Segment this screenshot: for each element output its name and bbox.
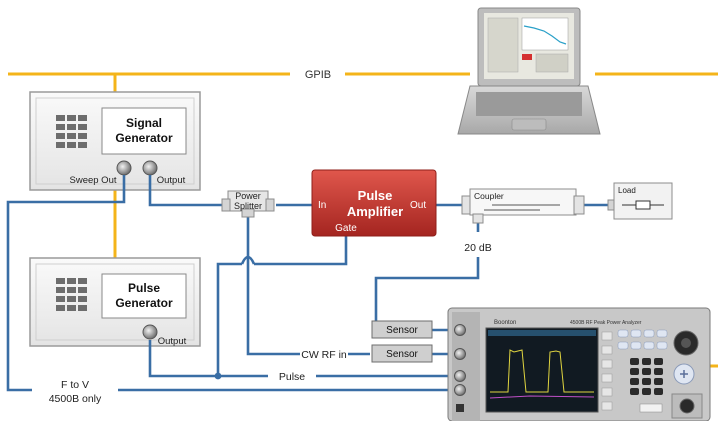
analyzer-softkeys [601, 331, 613, 411]
signal-output-connector [142, 160, 158, 176]
pulse-generator: Pulse Generator Output [29, 257, 201, 347]
amp-out-label: Out [410, 200, 426, 211]
analyzer-keypad [617, 329, 668, 350]
analyzer-numeric-keys [630, 358, 663, 395]
amp-in-label: In [318, 200, 326, 211]
analyzer-arrow-pad [673, 363, 695, 385]
signal-generator-title-2: Generator [115, 131, 173, 145]
power-splitter-label-1: Power [235, 191, 261, 201]
pulse-output-connector [142, 324, 158, 340]
directional-coupler: Coupler [461, 188, 585, 224]
pulse-amplifier-title-2: Amplifier [347, 204, 403, 219]
f-to-v-label-1: F to V [61, 379, 89, 391]
signal-generator-keypad [56, 115, 87, 148]
peak-power-analyzer: Boonton 4500B RF Peak Power Analyzer [447, 307, 711, 422]
signal-generator: Signal Generator Sweep Out Output [29, 91, 201, 191]
coupler-attenuation-label: 20 dB [464, 242, 491, 254]
analyzer-output-connector [679, 398, 695, 414]
coupler-label: Coupler [474, 191, 504, 201]
pulse-amplifier: Pulse Amplifier In Out Gate [311, 169, 437, 237]
analyzer-model: 4500B RF Peak Power Analyzer [570, 320, 642, 326]
pulse-amplifier-title-1: Pulse [358, 188, 393, 203]
cw-rf-in-label: CW RF in [301, 349, 347, 361]
sensor-lower-label: Sensor [386, 349, 418, 360]
pulse-generator-title-2: Generator [115, 296, 173, 310]
power-splitter: Power Splitter [221, 190, 275, 218]
analyzer-screen [485, 327, 599, 413]
sensor-upper-label: Sensor [386, 325, 418, 336]
analyzer-input-connectors [454, 324, 466, 396]
laptop-keyboard [476, 92, 582, 116]
pulse-generator-keypad [56, 278, 87, 311]
laptop-controller [457, 7, 601, 135]
sensor-upper: Sensor [371, 320, 433, 339]
analyzer-brand: Boonton [494, 320, 516, 326]
load-label: Load [618, 186, 636, 195]
gpib-label: GPIB [305, 69, 331, 81]
pulse-generator-title-1: Pulse [128, 281, 160, 295]
load: Load [607, 182, 673, 220]
sweep-out-connector [116, 160, 132, 176]
power-splitter-label-2: Splitter [234, 201, 262, 211]
pulse-output-label: Output [158, 336, 187, 347]
f-to-v-label-2: 4500B only [49, 393, 102, 405]
amp-gate-label: Gate [335, 223, 357, 234]
signal-output-label: Output [157, 175, 186, 186]
sensor-lower: Sensor [371, 344, 433, 363]
signal-generator-title-1: Signal [126, 116, 162, 130]
sweep-out-label: Sweep Out [70, 175, 117, 186]
pulse-junction-dot [214, 372, 222, 380]
pulse-label: Pulse [279, 371, 305, 383]
